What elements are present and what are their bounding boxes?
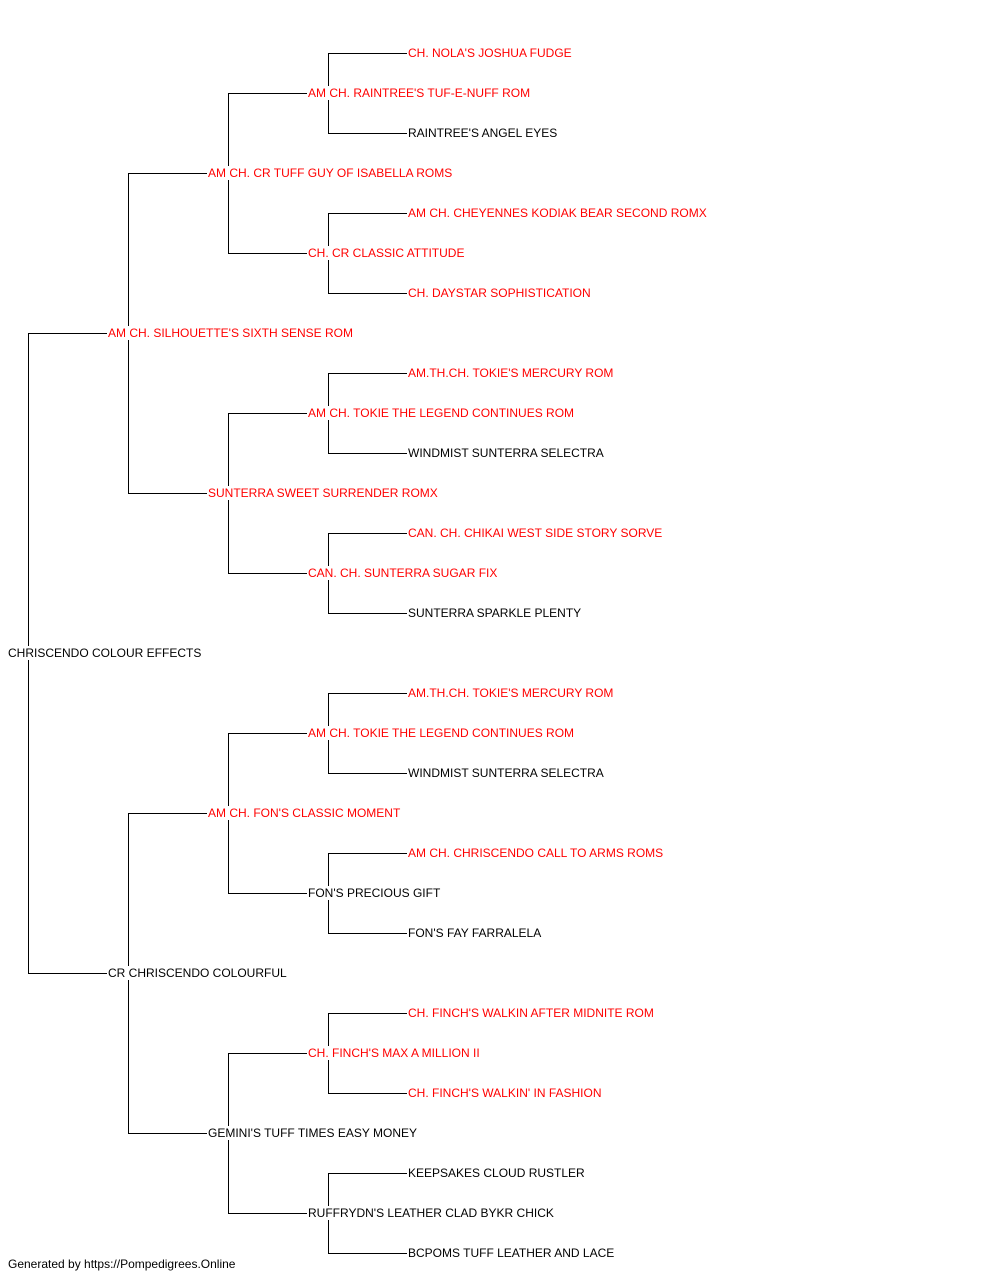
pedigree-name-dog-dam-dam-sire-sire: CH. FINCH'S WALKIN AFTER MIDNITE ROM xyxy=(407,1006,655,1020)
pedigree-name-dog-sire-sire-sire-dam: RAINTREE'S ANGEL EYES xyxy=(407,126,559,140)
connector-to-dam xyxy=(328,932,408,934)
connector-to-sire xyxy=(28,332,108,334)
connector-to-sire xyxy=(328,52,408,54)
connector-to-dam xyxy=(128,492,208,494)
pedigree-name-dog-dam-dam-dam-sire: KEEPSAKES CLOUD RUSTLER xyxy=(407,1166,586,1180)
connector-to-dam xyxy=(328,772,408,774)
pedigree-name-dog-sire-dam-dam-dam: SUNTERRA SPARKLE PLENTY xyxy=(407,606,583,620)
pedigree-name-dog-dam-sire: AM CH. FON'S CLASSIC MOMENT xyxy=(207,806,402,820)
connector-to-sire xyxy=(328,692,408,694)
connector-to-dam xyxy=(328,1092,408,1094)
pedigree-name-dog-dam-dam: GEMINI'S TUFF TIMES EASY MONEY xyxy=(207,1126,418,1140)
connector-to-sire xyxy=(328,372,408,374)
pedigree-name-dog: CHRISCENDO COLOUR EFFECTS xyxy=(7,646,203,660)
connector-to-dam xyxy=(228,1212,308,1214)
pedigree-name-dog-sire-dam-dam-sire: CAN. CH. CHIKAI WEST SIDE STORY SORVE xyxy=(407,526,664,540)
pedigree-name-dog-sire-sire: AM CH. CR TUFF GUY OF ISABELLA ROMS xyxy=(207,166,454,180)
generated-by-footer: Generated by https://Pompedigrees.Online xyxy=(8,1257,236,1271)
pedigree-name-dog-dam-dam-dam-dam: BCPOMS TUFF LEATHER AND LACE xyxy=(407,1246,616,1260)
connector-to-dam xyxy=(328,132,408,134)
pedigree-name-dog-dam-sire-dam-sire: AM CH. CHRISCENDO CALL TO ARMS ROMS xyxy=(407,846,665,860)
connector-to-dam xyxy=(128,1132,208,1134)
connector-to-sire xyxy=(128,172,208,174)
connector-to-sire xyxy=(128,812,208,814)
connector-to-sire xyxy=(328,1172,408,1174)
pedigree-name-dog-sire-sire-dam-sire: AM CH. CHEYENNES KODIAK BEAR SECOND ROMX xyxy=(407,206,708,220)
connector-to-sire xyxy=(328,852,408,854)
connector-to-sire xyxy=(328,1012,408,1014)
pedigree-name-dog-sire: AM CH. SILHOUETTE'S SIXTH SENSE ROM xyxy=(107,326,354,340)
connector-to-dam xyxy=(328,612,408,614)
pedigree-name-dog-sire-dam-dam: CAN. CH. SUNTERRA SUGAR FIX xyxy=(307,566,499,580)
connector-to-sire xyxy=(228,92,308,94)
connector-to-sire xyxy=(228,732,308,734)
connector-to-sire xyxy=(328,212,408,214)
pedigree-name-dog-dam-sire-dam: FON'S PRECIOUS GIFT xyxy=(307,886,442,900)
pedigree-name-dog-sire-sire-sire-sire: CH. NOLA'S JOSHUA FUDGE xyxy=(407,46,573,60)
pedigree-name-dog-dam-dam-sire-dam: CH. FINCH'S WALKIN' IN FASHION xyxy=(407,1086,603,1100)
pedigree-name-dog-dam-sire-sire: AM CH. TOKIE THE LEGEND CONTINUES ROM xyxy=(307,726,576,740)
connector-to-sire xyxy=(328,532,408,534)
pedigree-name-dog-dam: CR CHRISCENDO COLOURFUL xyxy=(107,966,288,980)
pedigree-name-dog-dam-sire-dam-dam: FON'S FAY FARRALELA xyxy=(407,926,543,940)
pedigree-name-dog-sire-dam-sire-dam: WINDMIST SUNTERRA SELECTRA xyxy=(407,446,605,460)
connector-to-dam xyxy=(328,292,408,294)
pedigree-name-dog-dam-sire-sire-sire: AM.TH.CH. TOKIE'S MERCURY ROM xyxy=(407,686,615,700)
pedigree-name-dog-sire-sire-dam-dam: CH. DAYSTAR SOPHISTICATION xyxy=(407,286,592,300)
connector-to-dam xyxy=(28,972,108,974)
connector-to-sire xyxy=(228,412,308,414)
connector-to-sire xyxy=(228,1052,308,1054)
pedigree-name-dog-dam-dam-sire: CH. FINCH'S MAX A MILLION II xyxy=(307,1046,481,1060)
pedigree-name-dog-sire-dam-sire-sire: AM.TH.CH. TOKIE'S MERCURY ROM xyxy=(407,366,615,380)
pedigree-name-dog-dam-dam-dam: RUFFRYDN'S LEATHER CLAD BYKR CHICK xyxy=(307,1206,555,1220)
connector-to-dam xyxy=(228,892,308,894)
pedigree-name-dog-sire-sire-sire: AM CH. RAINTREE'S TUF-E-NUFF ROM xyxy=(307,86,532,100)
connector-to-dam xyxy=(228,572,308,574)
connector-to-dam xyxy=(328,452,408,454)
connector-to-dam xyxy=(328,1252,408,1254)
pedigree-name-dog-dam-sire-sire-dam: WINDMIST SUNTERRA SELECTRA xyxy=(407,766,605,780)
pedigree-name-dog-sire-dam: SUNTERRA SWEET SURRENDER ROMX xyxy=(207,486,439,500)
connector-to-dam xyxy=(228,252,308,254)
pedigree-name-dog-sire-dam-sire: AM CH. TOKIE THE LEGEND CONTINUES ROM xyxy=(307,406,576,420)
pedigree-name-dog-sire-sire-dam: CH. CR CLASSIC ATTITUDE xyxy=(307,246,466,260)
